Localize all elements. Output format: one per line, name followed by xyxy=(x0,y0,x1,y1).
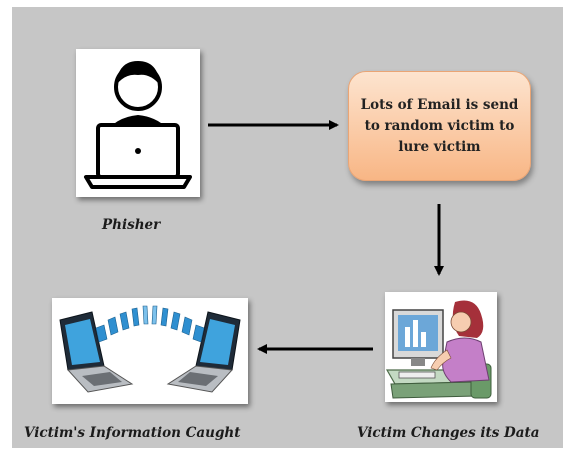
caught-label: Victim's Information Caught xyxy=(24,425,241,441)
victim-image-box xyxy=(385,292,497,402)
woman-computer-icon xyxy=(385,300,492,399)
phisher-label: Phisher xyxy=(102,217,161,233)
user-laptop-icon xyxy=(84,61,192,189)
diagram-canvas: Phisher Lots of Email is send to random … xyxy=(12,7,563,448)
caught-image-box xyxy=(52,298,248,404)
email-process-box: Lots of Email is send to random victim t… xyxy=(348,71,531,181)
email-box-text: Lots of Email is send to random victim t… xyxy=(360,96,519,155)
victim-label: Victim Changes its Data xyxy=(357,425,540,441)
phisher-image-box xyxy=(76,49,200,197)
laptop-file-transfer-icon xyxy=(59,305,241,393)
